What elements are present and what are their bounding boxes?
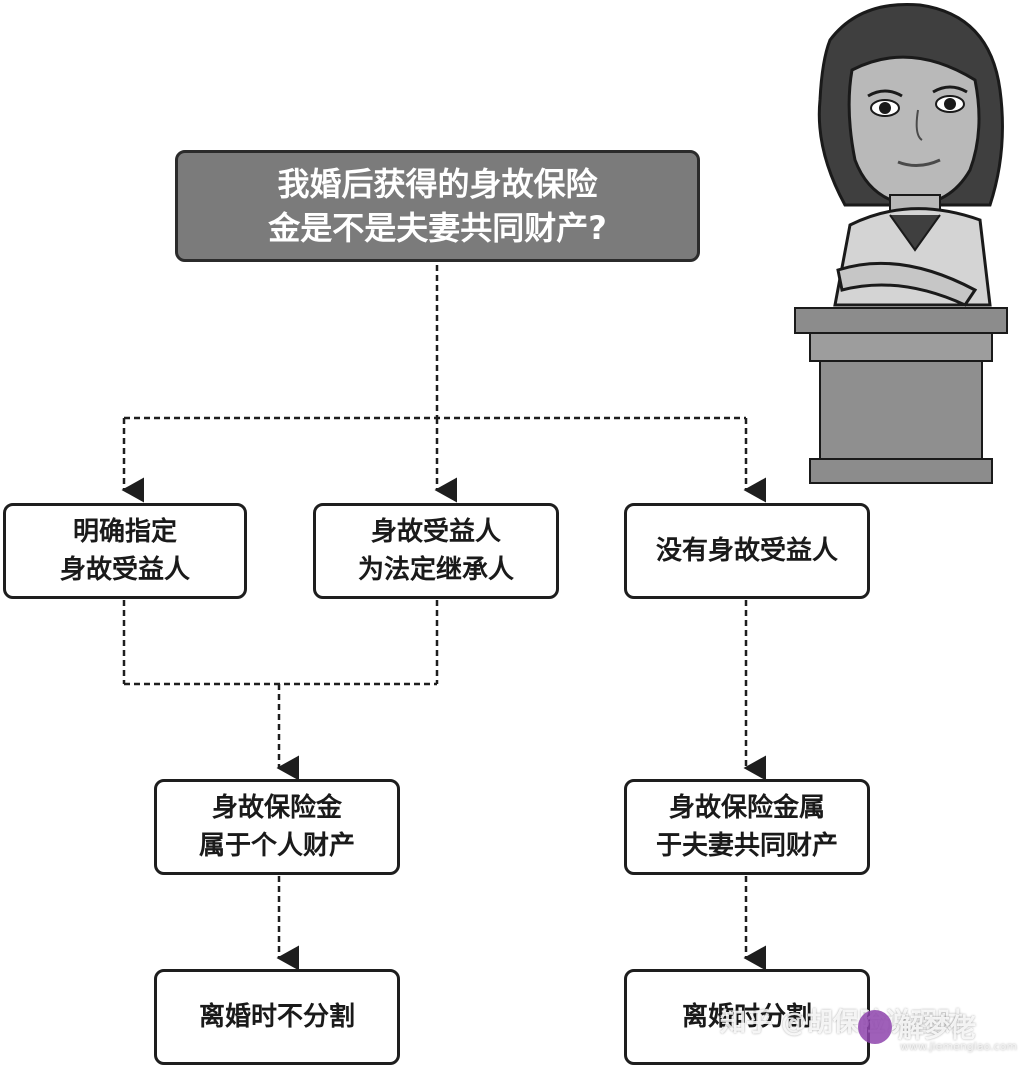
podium-top (795, 308, 1007, 333)
question-title: 我婚后获得的身故保险 金是不是夫妻共同财产? (268, 162, 607, 250)
result-label: 身故保险金属 于夫妻共同财产 (656, 789, 838, 865)
option-label: 身故受益人 为法定继承人 (358, 513, 514, 589)
podium-body (820, 361, 982, 459)
lawyer-illustration (790, 0, 1020, 490)
option-box-legal-heir-beneficiary: 身故受益人 为法定继承人 (313, 503, 559, 599)
option-label: 没有身故受益人 (656, 532, 838, 570)
site-logo-icon (858, 1010, 892, 1044)
option-box-no-beneficiary: 没有身故受益人 (624, 503, 870, 599)
option-box-designated-beneficiary: 明确指定 身故受益人 (3, 503, 247, 599)
result-label: 身故保险金 属于个人财产 (199, 789, 355, 865)
face (849, 57, 979, 205)
site-url-watermark: www.jiemenglao.com (900, 1040, 1017, 1053)
option-label: 明确指定 身故受益人 (60, 513, 190, 589)
result-box-joint-property: 身故保险金属 于夫妻共同财产 (624, 779, 870, 875)
question-title-box: 我婚后获得的身故保险 金是不是夫妻共同财产? (175, 150, 700, 262)
podium-base (810, 459, 992, 483)
outcome-box-no-split: 离婚时不分割 (154, 969, 400, 1065)
outcome-label: 离婚时不分割 (199, 998, 355, 1036)
result-box-personal-property: 身故保险金 属于个人财产 (154, 779, 400, 875)
